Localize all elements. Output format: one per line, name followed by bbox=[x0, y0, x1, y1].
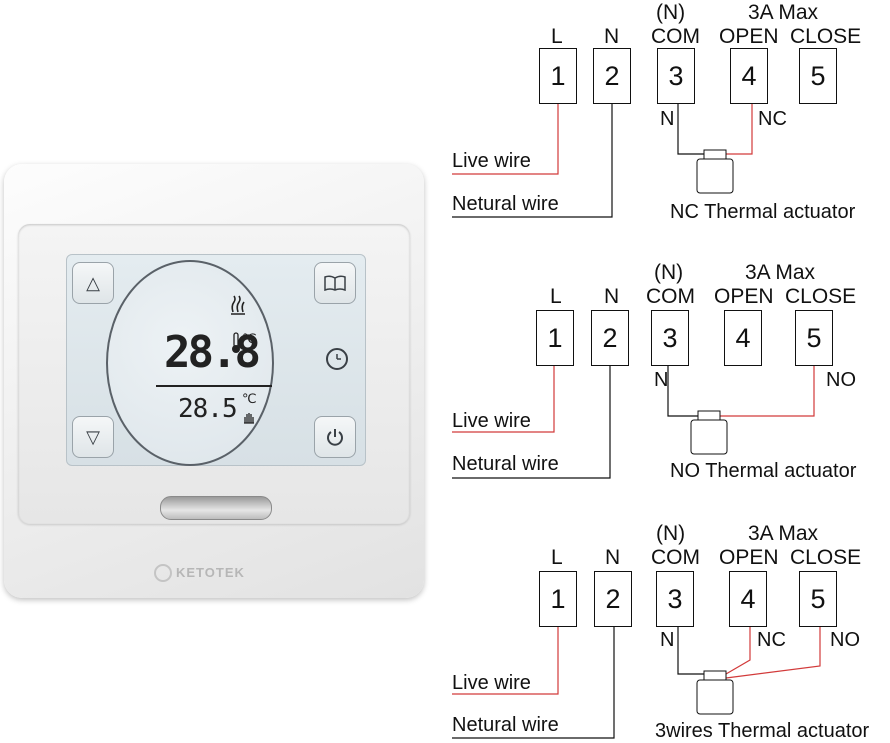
d3-rating: 3A Max bbox=[748, 522, 819, 545]
d2-label-open: OPEN bbox=[714, 285, 774, 308]
d1-label-com: COM bbox=[651, 25, 700, 48]
thermometer-icon bbox=[232, 332, 240, 353]
d1-terminal-4: 4 bbox=[730, 48, 768, 104]
book-icon bbox=[324, 275, 346, 291]
power-icon bbox=[327, 429, 343, 446]
current-temp-unit: ℃ bbox=[242, 332, 257, 347]
set-temp-unit: ℃ bbox=[242, 392, 257, 407]
d3-actuator-label: 3wires Thermal actuator bbox=[655, 720, 870, 742]
clock-icon bbox=[336, 354, 341, 360]
d2-terminal-2: 2 bbox=[591, 310, 629, 366]
d3-actuator-cap bbox=[703, 670, 727, 681]
brand-logo-icon bbox=[154, 564, 172, 582]
d3-no-wire bbox=[725, 626, 821, 679]
d1-rating: 3A Max bbox=[748, 1, 819, 24]
diagram-1-wires bbox=[452, 102, 753, 218]
d3-terminal-2: 2 bbox=[594, 571, 632, 627]
d3-com-note: (N) bbox=[656, 522, 686, 545]
d1-terminal-5: 5 bbox=[799, 48, 837, 104]
d3-terminal-1: 1 bbox=[539, 571, 577, 627]
d3-neutral-wire bbox=[452, 626, 615, 739]
d3-terminal-4: 4 bbox=[729, 571, 767, 627]
d3-label-open: OPEN bbox=[719, 546, 779, 569]
down-button[interactable]: ▽ bbox=[72, 416, 114, 458]
display-divider bbox=[156, 385, 272, 387]
d2-live-wire bbox=[452, 364, 555, 433]
d2-live-label: Live wire bbox=[452, 410, 531, 432]
d2-label-n: N bbox=[604, 285, 620, 308]
d1-tag-nc: NC bbox=[758, 108, 787, 130]
d3-live-wire bbox=[452, 626, 559, 695]
d1-label-l: L bbox=[551, 25, 563, 48]
hand-icon bbox=[244, 413, 254, 424]
clock-button[interactable] bbox=[326, 348, 348, 370]
power-button[interactable] bbox=[314, 416, 356, 458]
d2-terminal-1: 1 bbox=[536, 310, 574, 366]
d2-actuator-label: NO Thermal actuator bbox=[670, 460, 857, 482]
diagram-3-wires bbox=[452, 626, 821, 739]
d3-tag-n: N bbox=[660, 629, 675, 651]
d3-terminal-3: 3 bbox=[656, 571, 694, 627]
d2-actuator-cap bbox=[697, 410, 721, 421]
d2-com-note: (N) bbox=[654, 261, 684, 284]
d3-label-l: L bbox=[551, 546, 563, 569]
d3-com-wire bbox=[677, 626, 706, 675]
d1-terminal-3: 3 bbox=[657, 48, 695, 104]
d1-actuator-body bbox=[696, 158, 734, 194]
d1-com-wire bbox=[677, 102, 706, 155]
d1-neutral-wire bbox=[452, 102, 613, 218]
d3-label-n: N bbox=[605, 546, 621, 569]
d2-terminal-5: 5 bbox=[795, 310, 833, 366]
d3-neutral-label: Netural wire bbox=[452, 714, 559, 736]
d3-tag-nc: NC bbox=[757, 629, 786, 651]
d1-neutral-label: Netural wire bbox=[452, 193, 559, 215]
up-button[interactable]: △ bbox=[72, 262, 114, 304]
d2-actuator-body bbox=[690, 419, 728, 455]
d2-com-wire bbox=[667, 364, 698, 417]
d2-no-wire bbox=[720, 364, 815, 417]
brand-name: KETOTEK bbox=[176, 565, 245, 580]
d1-com-note: (N) bbox=[656, 1, 686, 24]
d2-tag-no: NO bbox=[826, 369, 856, 391]
d2-label-l: L bbox=[550, 285, 562, 308]
down-arrow-icon: ▽ bbox=[86, 426, 100, 447]
set-temperature: 28.5 bbox=[178, 394, 238, 424]
d2-neutral-label: Netural wire bbox=[452, 453, 559, 475]
dial-ring bbox=[106, 260, 274, 466]
d1-nc-wire bbox=[726, 102, 753, 155]
d1-live-wire bbox=[452, 102, 559, 175]
d1-terminal-2: 2 bbox=[593, 48, 631, 104]
d3-tag-no: NO bbox=[830, 629, 860, 651]
d2-neutral-wire bbox=[452, 364, 611, 479]
d2-terminal-4: 4 bbox=[724, 310, 762, 366]
thermostat: △ ▽ 28.8 ℃ bbox=[4, 164, 424, 598]
d3-live-label: Live wire bbox=[452, 672, 531, 694]
d3-nc-wire bbox=[725, 626, 751, 675]
d1-terminal-1: 1 bbox=[539, 48, 577, 104]
d3-label-close: CLOSE bbox=[790, 546, 862, 569]
heat-icon bbox=[231, 295, 245, 315]
diagram-2-wires bbox=[452, 364, 815, 479]
d3-actuator-body bbox=[696, 679, 734, 715]
current-temperature: 28.8 bbox=[164, 327, 261, 378]
d1-live-label: Live wire bbox=[452, 150, 531, 172]
d3-terminal-5: 5 bbox=[799, 571, 837, 627]
d1-label-close: CLOSE bbox=[790, 25, 862, 48]
d2-label-close: CLOSE bbox=[785, 285, 857, 308]
d2-tag-n: N bbox=[654, 369, 669, 391]
d1-tag-n: N bbox=[660, 108, 675, 130]
up-arrow-icon: △ bbox=[86, 272, 100, 293]
d1-label-n: N bbox=[604, 25, 620, 48]
d1-label-open: OPEN bbox=[719, 25, 779, 48]
d3-label-com: COM bbox=[651, 546, 700, 569]
d2-label-com: COM bbox=[646, 285, 695, 308]
bottom-slot bbox=[160, 496, 272, 520]
d1-actuator-cap bbox=[703, 149, 727, 160]
menu-button[interactable] bbox=[314, 262, 356, 304]
d2-rating: 3A Max bbox=[745, 261, 816, 284]
d1-actuator-label: NC Thermal actuator bbox=[670, 201, 856, 223]
d2-terminal-3: 3 bbox=[651, 310, 689, 366]
